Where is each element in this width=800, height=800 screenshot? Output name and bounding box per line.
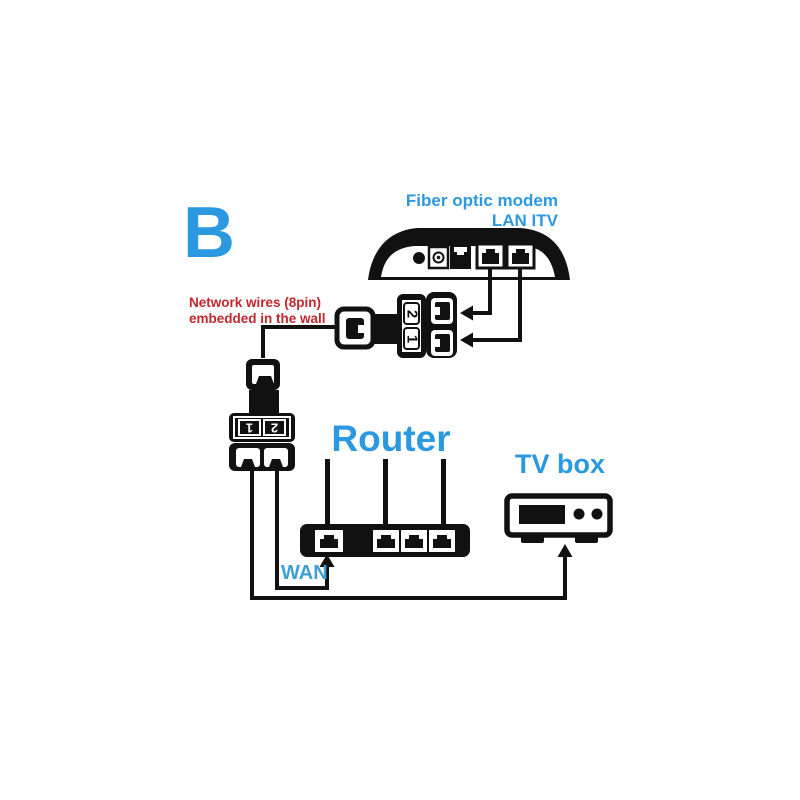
splitter-bottom-port2-label: 2 [271,421,278,436]
router-antenna-1 [325,459,330,527]
router [300,459,470,557]
modem-title: Fiber optic modem LAN ITV [398,191,558,231]
router-lan-port-3 [429,530,455,552]
splitter-top: 2 1 [334,292,457,358]
router-wan-port [315,530,343,552]
arrowhead-up-wan [319,554,335,567]
arrowhead-left-1 [460,305,473,321]
tv-box [504,493,613,543]
tvbox-wire [250,469,573,600]
splitter-bottom-label-unit: 1 2 [229,413,295,442]
splitter-bottom-port1-label: 1 [246,421,253,436]
tvbox-knob-2 [591,508,603,520]
splitter-bottom-input-jack [246,359,280,390]
splitter-bottom-jacks [229,443,295,471]
router-antenna-2 [383,459,388,527]
splitter-top-label-unit: 2 1 [397,294,426,358]
fiber-modem [368,228,570,280]
wan-wire [275,469,335,590]
wall-wire [261,325,337,358]
tvbox-display [519,505,565,524]
modem-fiber-port [427,245,450,270]
arrowhead-up-tvbox [557,544,573,557]
modem-lan-port-1 [475,242,506,270]
router-lan-port-1 [373,530,399,552]
modem-to-splitter-wires [460,268,522,348]
splitter-bottom-body [249,390,279,416]
tvbox-knob-1 [573,508,585,520]
modem-title-line2: LAN ITV [491,211,558,230]
splitter-top-body [371,314,400,344]
wall-wire-note-line1: Network wires (8pin) [189,295,322,310]
arrowhead-left-2 [460,332,473,348]
modem-title-line1: Fiber optic modem [405,191,558,210]
router-antenna-3 [441,459,446,527]
router-label: Router [331,418,451,459]
splitter-top-port2-label: 2 [404,310,421,318]
modem-power-dot [413,252,425,264]
wall-wire-note: Network wires (8pin) embedded in the wal… [189,295,326,326]
wall-jack-icon [334,306,376,350]
modem-lan-port-2 [505,242,536,270]
splitter-top-jacks [426,292,457,358]
wan-label: WAN [281,562,328,584]
wall-wire-note-line2: embedded in the wall [189,310,326,326]
tvbox-label: TV box [514,449,605,479]
modem-black-port [450,245,471,269]
variant-letter: B [183,193,236,273]
router-lan-port-2 [401,530,427,552]
splitter-bottom: 1 2 [229,359,295,471]
splitter-top-port1-label: 1 [404,335,421,343]
